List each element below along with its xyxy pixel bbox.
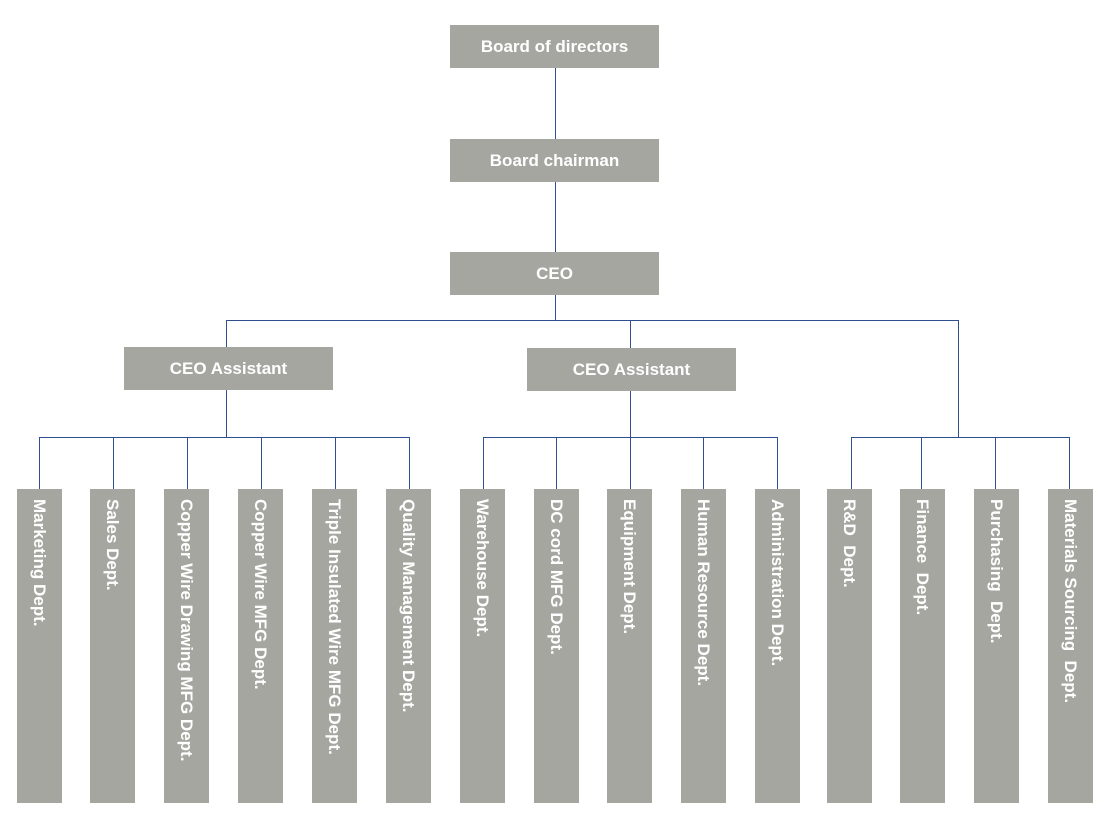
dept-administration-box: Administration Dept. xyxy=(755,489,800,803)
dept-label: Copper Wire Drawing MFG Dept. xyxy=(177,499,196,762)
dept-label: Equipment Dept. xyxy=(620,499,639,635)
dept-label: Copper Wire MFG Dept. xyxy=(251,499,270,690)
dept-materials-sourcing-box: Materials Sourcing Dept. xyxy=(1048,489,1093,803)
dept-human-resource-box: Human Resource Dept. xyxy=(681,489,726,803)
dept-sales-box: Sales Dept. xyxy=(90,489,135,803)
dept-marketing-box: Marketing Dept. xyxy=(17,489,62,803)
dept-label: R&D Dept. xyxy=(840,499,859,588)
dept-equipment-box: Equipment Dept. xyxy=(607,489,652,803)
dept-quality-management-box: Quality Management Dept. xyxy=(386,489,431,803)
dept-label: Human Resource Dept. xyxy=(694,499,713,687)
dept-dc-cord-mfg-box: DC cord MFG Dept. xyxy=(534,489,579,803)
ceo-assistant-center-box: CEO Assistant xyxy=(527,348,736,391)
ceo-box: CEO xyxy=(450,252,659,295)
dept-label: Administration Dept. xyxy=(768,499,787,667)
dept-label: Triple Insulated Wire MFG Dept. xyxy=(325,499,344,755)
board-chairman-box: Board chairman xyxy=(450,139,659,182)
dept-label: Warehouse Dept. xyxy=(473,499,492,638)
dept-purchasing-box: Purchasing Dept. xyxy=(974,489,1019,803)
board-of-directors-label: Board of directors xyxy=(480,36,629,56)
dept-triple-insulated-wire-box: Triple Insulated Wire MFG Dept. xyxy=(312,489,357,803)
board-of-directors-box: Board of directors xyxy=(450,25,659,68)
dept-rnd-box: R&D Dept. xyxy=(827,489,872,803)
dept-copper-wire-mfg-box: Copper Wire MFG Dept. xyxy=(238,489,283,803)
ceo-label: CEO xyxy=(536,263,573,283)
dept-label: Marketing Dept. xyxy=(30,499,49,627)
dept-label: Sales Dept. xyxy=(103,499,122,591)
ceo-assistant-left-box: CEO Assistant xyxy=(124,347,333,390)
dept-copper-wire-drawing-box: Copper Wire Drawing MFG Dept. xyxy=(164,489,209,803)
dept-label: Materials Sourcing Dept. xyxy=(1061,499,1080,704)
dept-label: Quality Management Dept. xyxy=(399,499,418,713)
dept-label: Purchasing Dept. xyxy=(987,499,1006,644)
dept-finance-box: Finance Dept. xyxy=(900,489,945,803)
board-chairman-label: Board chairman xyxy=(489,150,620,170)
ceo-assistant-left-label: CEO Assistant xyxy=(169,358,288,378)
dept-warehouse-box: Warehouse Dept. xyxy=(460,489,505,803)
dept-label: Finance Dept. xyxy=(913,499,932,616)
ceo-assistant-center-label: CEO Assistant xyxy=(572,359,691,379)
dept-label: DC cord MFG Dept. xyxy=(547,499,566,655)
